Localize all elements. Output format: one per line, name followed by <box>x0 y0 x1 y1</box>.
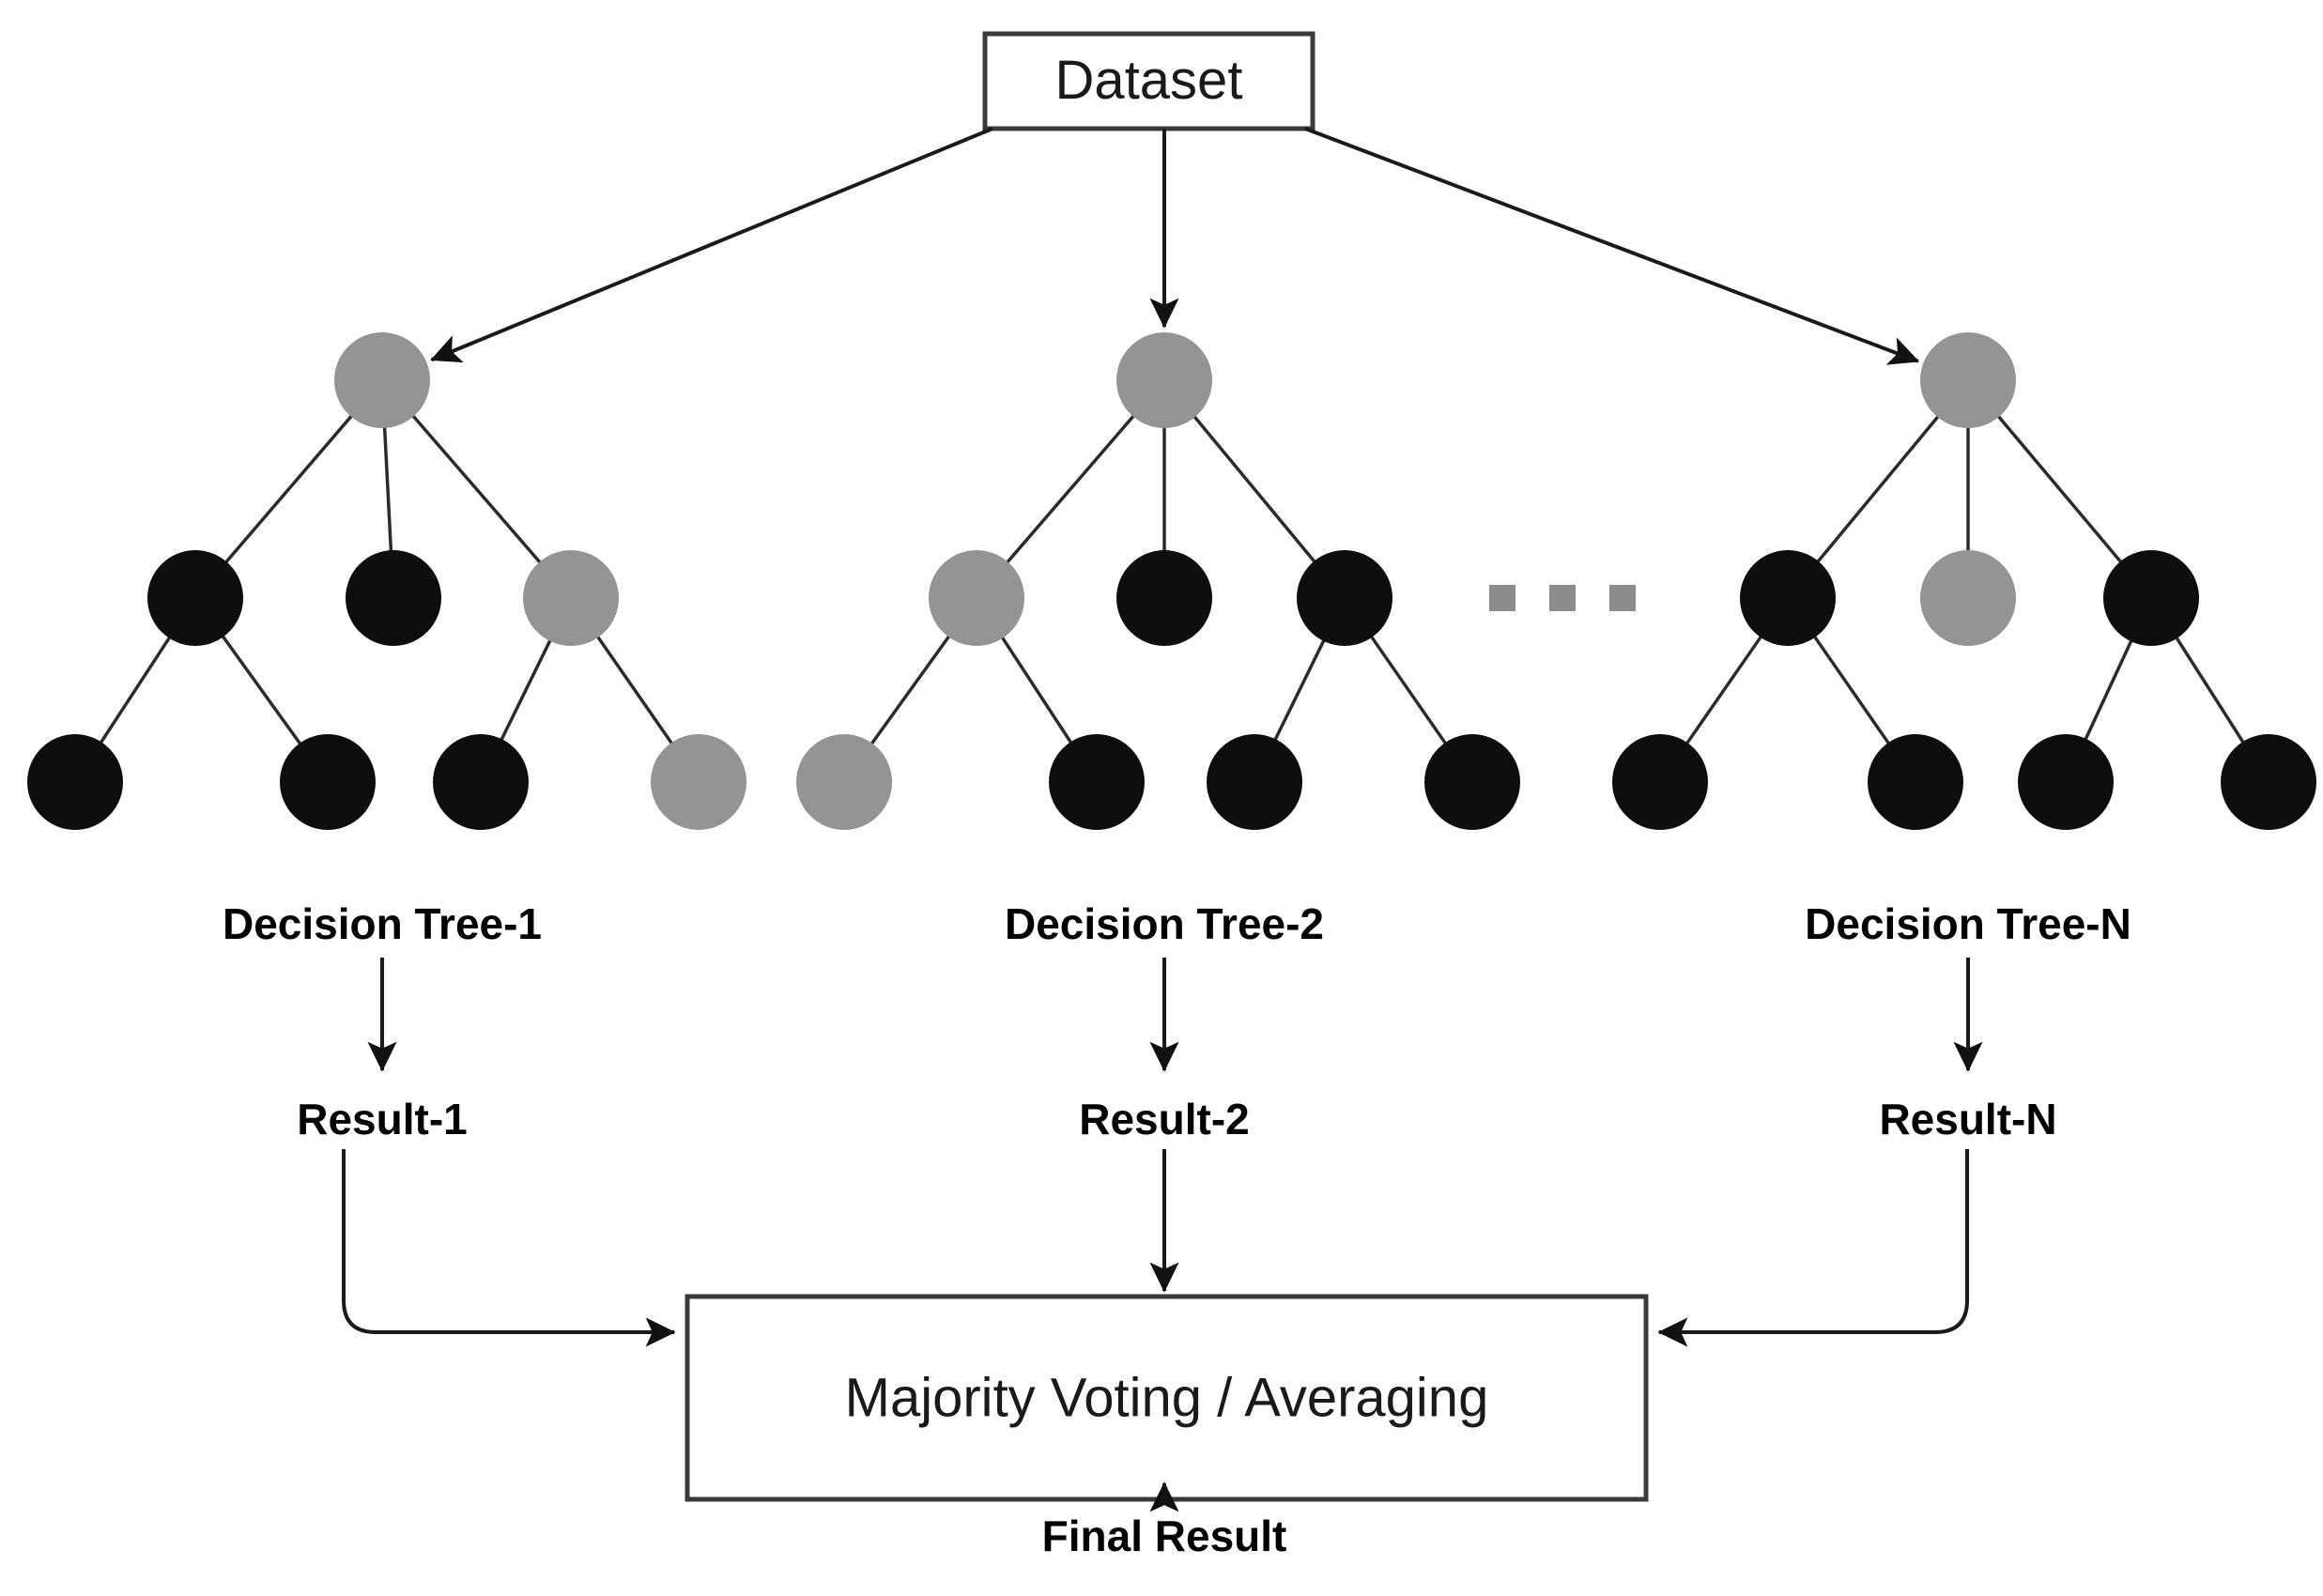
tree-edge <box>869 633 952 747</box>
tree-edge <box>98 635 173 745</box>
left-result-to-aggregator-arrow <box>342 1149 676 1347</box>
tree-edge <box>223 413 355 565</box>
tree-node-black <box>280 734 376 830</box>
tree-edge <box>220 633 303 747</box>
ellipsis-dot <box>1609 585 1636 611</box>
ellipsis-dot <box>1489 585 1515 611</box>
tree-node-gray <box>796 734 892 830</box>
tree-node-gray <box>1920 550 2016 646</box>
tree-node-gray <box>1116 332 1212 428</box>
aggregator-box-label: Majority Voting / Averaging <box>845 1367 1489 1428</box>
tree-node-black <box>433 734 529 830</box>
tree-label: Decision Tree-2 <box>1005 899 1324 948</box>
tree-edge <box>1005 413 1136 565</box>
tree-nodes-group <box>27 332 2316 830</box>
ellipsis-dot <box>1549 585 1576 611</box>
tree-node-black <box>1116 550 1212 646</box>
dataset-to-root-arrow <box>1304 127 1920 365</box>
tree-edges-group <box>98 413 2246 747</box>
tree-edge <box>1684 634 1764 746</box>
tree-node-black <box>147 550 243 646</box>
tree-node-black <box>1612 734 1708 830</box>
aggregator-box: Majority Voting / Averaging <box>685 1294 1649 1502</box>
tree-edge <box>1368 634 1449 746</box>
tree-node-black <box>27 734 123 830</box>
result-label: Result-1 <box>297 1095 467 1143</box>
result-label: Result-N <box>1879 1095 2056 1143</box>
tree-edge <box>410 413 543 565</box>
ellipsis-group <box>1489 585 1636 611</box>
tree-edge <box>1272 637 1327 743</box>
tree-node-gray <box>334 332 430 428</box>
tree-node-black <box>1049 734 1145 830</box>
tree-edge <box>2083 637 2134 743</box>
tree-node-black <box>1740 550 1836 646</box>
tree-edge <box>1995 413 2124 565</box>
tree-edge <box>1811 634 1892 746</box>
tree-edge <box>2174 635 2246 745</box>
tree-node-black <box>1424 734 1520 830</box>
tree-label: Decision Tree-N <box>1805 899 2131 948</box>
result-to-aggregator-connectors <box>342 1149 1969 1347</box>
tree-node-black <box>2018 734 2114 830</box>
tree-node-black <box>1868 734 1963 830</box>
result-label: Result-2 <box>1079 1095 1249 1143</box>
tree-node-gray <box>929 550 1024 646</box>
tree-edge <box>382 424 393 554</box>
tree-node-black <box>2103 550 2199 646</box>
tree-node-black <box>346 550 441 646</box>
dataset-box-label: Dataset <box>1055 50 1243 111</box>
dataset-to-root-arrow <box>430 127 993 363</box>
tree-node-black <box>1297 550 1392 646</box>
tree-edge <box>999 635 1074 745</box>
tree-edge <box>594 634 675 746</box>
tree-edge <box>499 637 553 743</box>
tree-node-black <box>1207 734 1302 830</box>
dataset-box: Dataset <box>982 31 1315 131</box>
right-result-to-aggregator-arrow <box>1657 1149 1969 1347</box>
tree-edge <box>1815 413 1941 565</box>
tree-node-gray <box>523 550 619 646</box>
tree-edge <box>1192 413 1317 565</box>
dataset-to-roots-arrows <box>430 127 1920 365</box>
tree-node-gray <box>651 734 746 830</box>
dataset-box-rect <box>982 31 1315 131</box>
tree-node-black <box>2221 734 2316 830</box>
aggregator-to-final-arrow-group: Final Result <box>1042 1481 1287 1560</box>
tree-label: Decision Tree-1 <box>223 899 542 948</box>
tree-node-gray <box>1920 332 2016 428</box>
final-result-label: Final Result <box>1042 1512 1287 1560</box>
